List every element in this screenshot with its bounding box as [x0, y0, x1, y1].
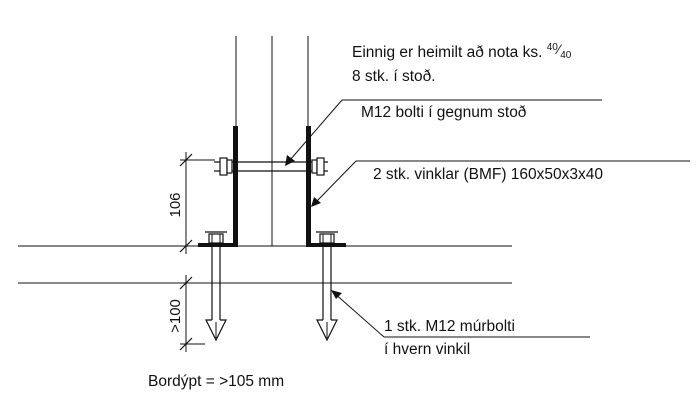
- through-bolt: [214, 157, 328, 176]
- label-angle-brackets: 2 stk. vinklar (BMF) 160x50x3x40: [373, 166, 603, 183]
- right-anchor-bolt: [316, 231, 338, 342]
- fraction-slash: ⁄: [555, 41, 563, 57]
- left-anchor-bolt: [205, 231, 227, 342]
- dimension-bracket-height-label: 106: [167, 192, 184, 217]
- dimension-embed-depth: [179, 275, 205, 352]
- leader-angle-brackets: [311, 160, 690, 207]
- label-alternative-sup: 40: [547, 42, 559, 53]
- label-anchor-bolt-line2: í hvern vinkil: [384, 341, 470, 358]
- label-alternative-line1: Einnig er heimilt að nota ks. 40⁄40: [352, 41, 572, 61]
- leader-through-bolt: [285, 99, 602, 166]
- label-alternative-main: Einnig er heimilt að nota ks.: [352, 44, 547, 61]
- dimension-bracket-height: [179, 152, 215, 254]
- leader-anchor-bolt: [331, 290, 590, 338]
- slab-lines: [18, 245, 512, 284]
- label-through-bolt: M12 bolti í gegnum stoð: [361, 104, 527, 121]
- right-angle-bracket: [306, 126, 346, 247]
- label-alternative-line2: 8 stk. í stoð.: [352, 68, 436, 85]
- post: [235, 36, 309, 246]
- dimension-embed-depth-label: >100: [167, 299, 184, 333]
- label-anchor-bolt-line1: 1 stk. M12 múrbolti: [384, 318, 515, 335]
- left-angle-bracket: [198, 126, 238, 247]
- label-alternative-sub: 40: [560, 50, 572, 61]
- label-slab-thickness: Bordýpt = >105 mm: [148, 373, 284, 390]
